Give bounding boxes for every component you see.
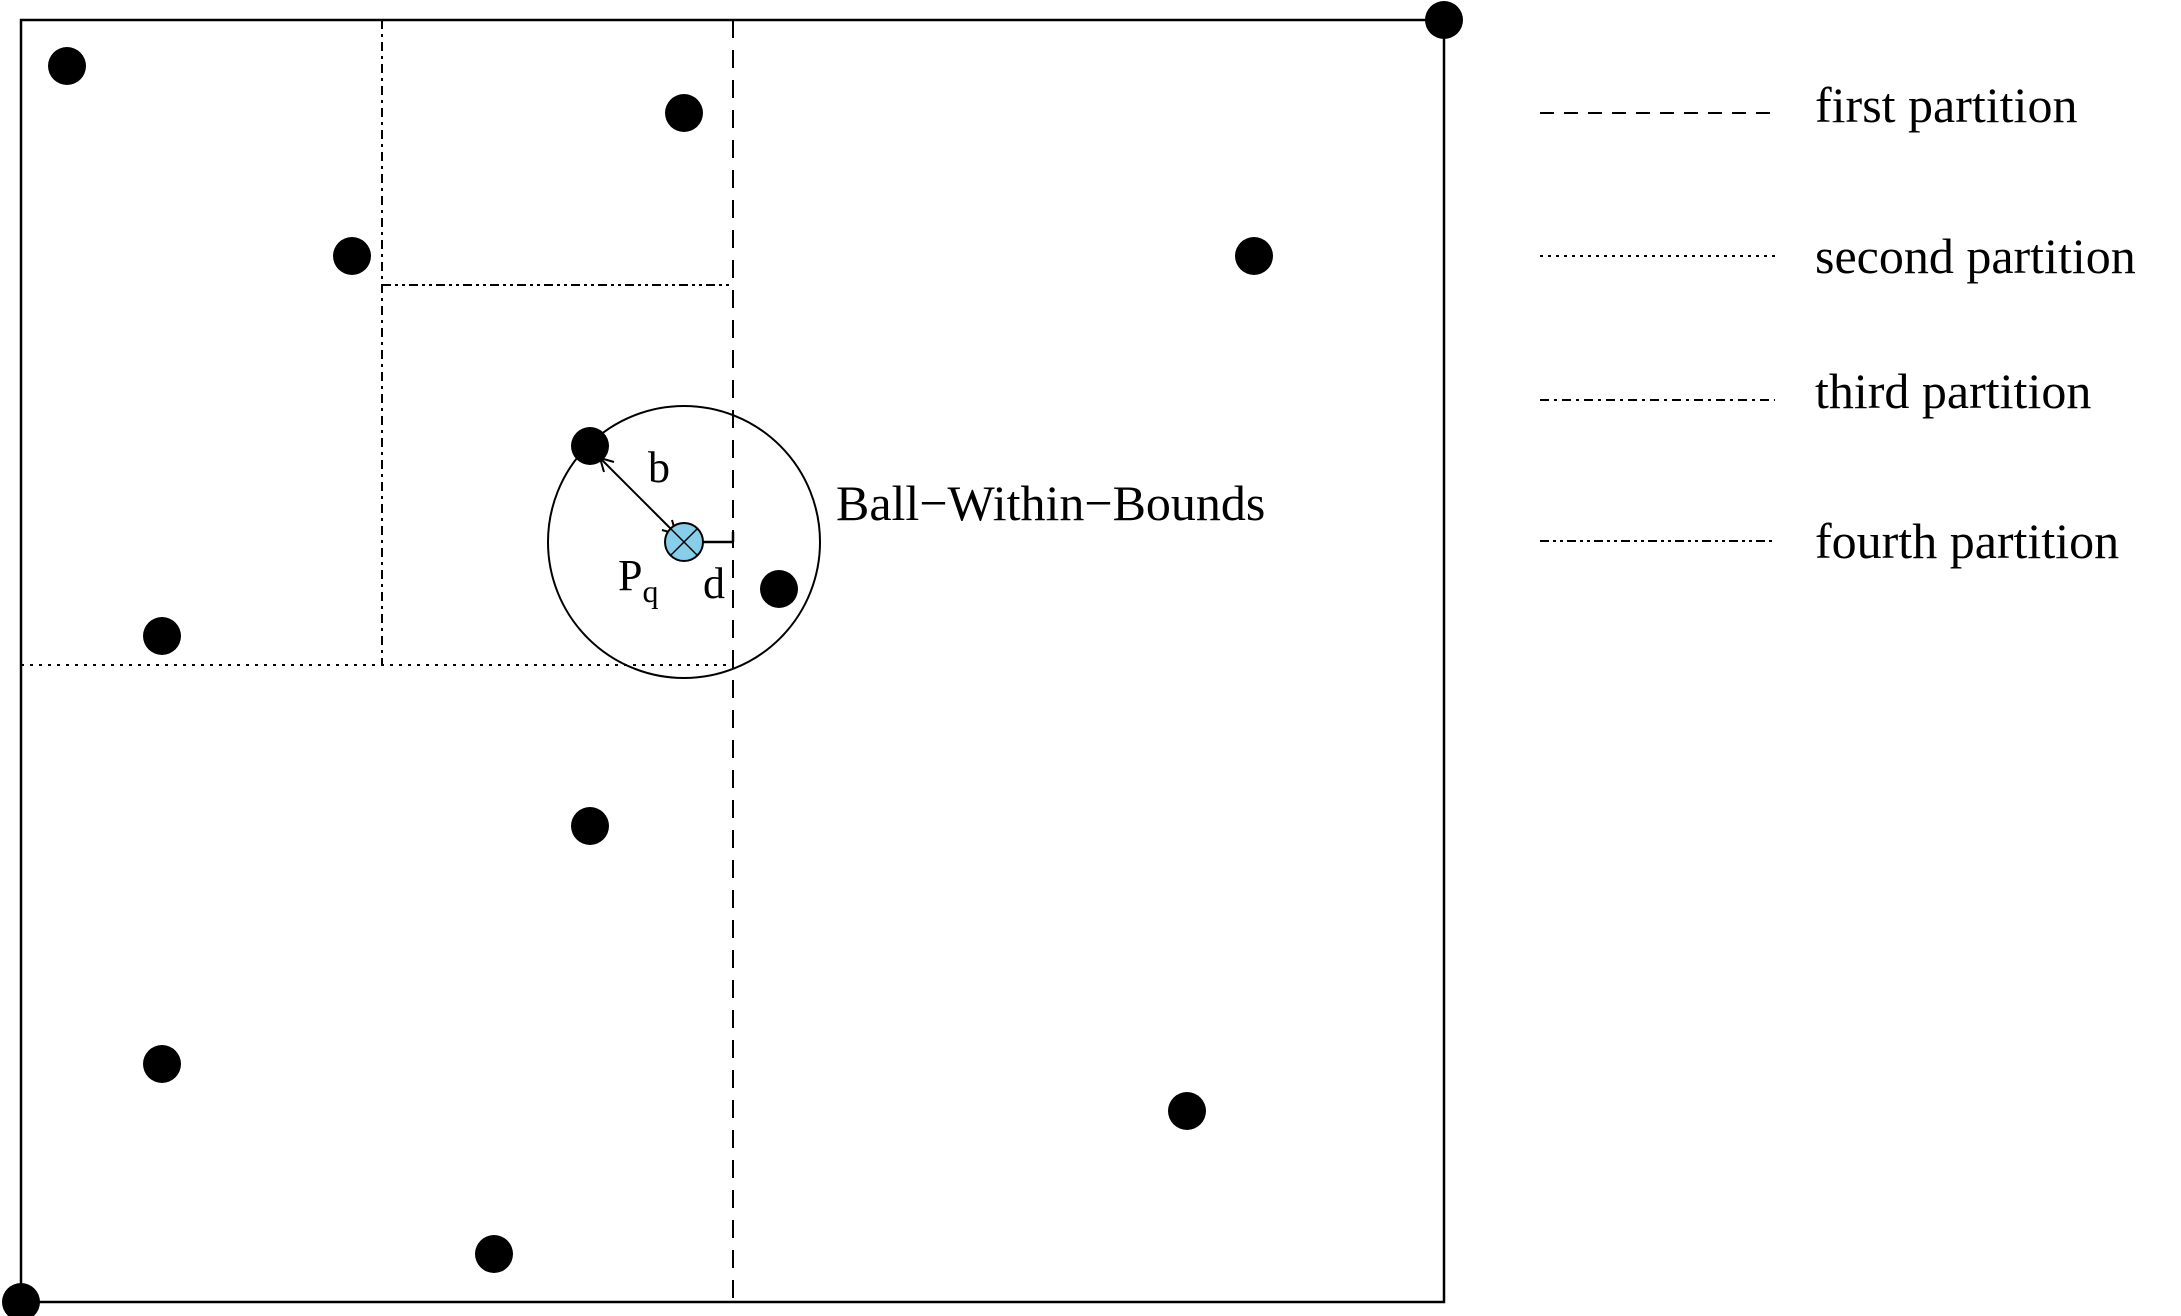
d-label: d <box>703 559 725 608</box>
query-point <box>664 522 704 562</box>
legend-label-second: second partition <box>1815 228 2136 284</box>
data-point <box>2 1283 40 1316</box>
b-radius-arrow <box>599 457 677 535</box>
data-point <box>760 570 798 608</box>
data-point <box>333 237 371 275</box>
ball-within-bounds-label: Ball−Within−Bounds <box>836 475 1265 531</box>
data-point <box>1425 1 1463 39</box>
data-point <box>571 427 609 465</box>
pq-main: P <box>618 551 642 600</box>
legend-label-first: first partition <box>1815 77 2077 133</box>
data-point <box>48 47 86 85</box>
legend-label-fourth: fourth partition <box>1815 513 2119 569</box>
legend-label-third: third partition <box>1815 363 2091 419</box>
data-points <box>2 1 1463 1316</box>
data-point <box>1168 1092 1206 1130</box>
data-point <box>665 94 703 132</box>
legend: first partition second partition third p… <box>1540 77 2136 569</box>
b-label: b <box>648 443 670 492</box>
data-point <box>475 1235 513 1273</box>
pq-sub: q <box>642 573 658 609</box>
data-point <box>571 807 609 845</box>
pq-label: Pq <box>618 551 658 609</box>
data-point <box>143 1045 181 1083</box>
data-point <box>1235 237 1273 275</box>
data-point <box>143 617 181 655</box>
ball-circle <box>547 405 821 679</box>
